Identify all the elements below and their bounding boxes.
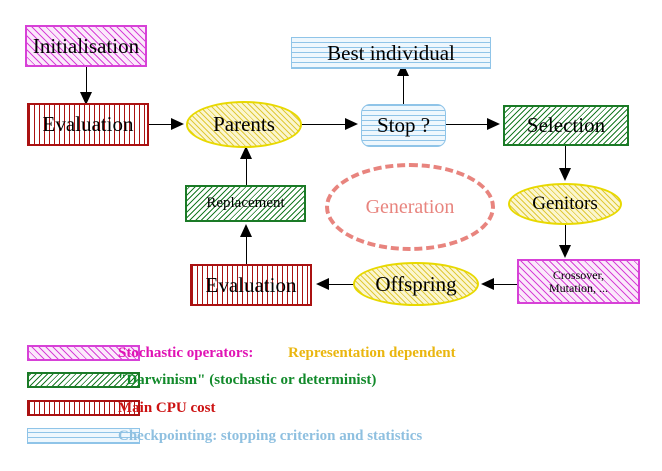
- arrowhead-evaluation-to-replacement: [240, 224, 252, 237]
- node-genitors[interactable]: Genitors: [508, 183, 622, 225]
- node-offspring[interactable]: Offspring: [353, 262, 479, 306]
- legend-swatch-red-vertical-hatch: [27, 400, 140, 416]
- edge-selection-to-genitors: [565, 146, 566, 171]
- arrowhead-offspring-to-evaluation: [316, 278, 329, 290]
- node-stop[interactable]: Stop ?: [361, 104, 446, 147]
- node-best-individual-label: Best individual: [327, 40, 455, 65]
- edge-operators-to-offspring: [490, 284, 519, 285]
- node-generation-label: Generation: [365, 195, 455, 218]
- arrowhead-initialisation-to-evaluation: [80, 92, 92, 105]
- node-replacement[interactable]: Replacement: [185, 185, 306, 222]
- node-evaluation-bottom-label: Evaluation: [205, 272, 297, 297]
- arrowhead-replacement-to-parents: [240, 146, 252, 159]
- edge-stop-to-selection: [446, 124, 489, 125]
- arrowhead-genitors-to-operators: [559, 245, 571, 258]
- legend-label-stochastic: Stochastic operators:: [118, 344, 254, 361]
- node-generation[interactable]: Generation: [325, 163, 495, 251]
- node-selection[interactable]: Selection: [503, 105, 629, 146]
- node-initialisation-label: Initialisation: [32, 33, 140, 58]
- node-selection-label: Selection: [526, 113, 606, 138]
- node-variation-operators-line1: Crossover,: [552, 267, 605, 282]
- legend-row-darwinism: "Darwinism" (stochastic or determinist): [0, 367, 662, 393]
- legend-label-checkpointing: Checkpointing: stopping criterion and st…: [118, 427, 423, 444]
- edge-genitors-to-operators: [565, 225, 566, 247]
- legend-row-stochastic: Stochastic operators: Representation dep…: [0, 340, 662, 366]
- legend-label-cpu: Main CPU cost: [118, 399, 216, 416]
- node-evaluation-top-label: Evaluation: [42, 112, 134, 137]
- edge-replacement-to-parents: [246, 155, 247, 186]
- legend-label-darwinism: "Darwinism" (stochastic or determinist): [118, 371, 377, 388]
- arrowhead-selection-to-genitors: [559, 168, 571, 181]
- node-best-individual[interactable]: Best individual: [291, 37, 491, 69]
- node-stop-label: Stop ?: [376, 113, 431, 138]
- node-parents-label: Parents: [213, 112, 275, 137]
- legend-swatch-green-diagonal-hatch: [27, 372, 140, 388]
- edge-evaluation-to-parents: [149, 124, 175, 125]
- node-variation-operators-line2: Mutation, ...: [549, 280, 608, 295]
- arrowhead-operators-to-offspring: [481, 278, 494, 290]
- edge-evaluation-to-replacement: [246, 232, 247, 265]
- node-genitors-label: Genitors: [532, 193, 598, 215]
- node-evaluation-top[interactable]: Evaluation: [27, 103, 149, 146]
- arrowhead-parents-to-stop: [345, 118, 358, 130]
- node-initialisation[interactable]: Initialisation: [25, 25, 147, 67]
- arrowhead-evaluation-to-parents: [171, 118, 184, 130]
- node-parents[interactable]: Parents: [186, 101, 302, 148]
- edge-initialisation-to-evaluation: [86, 67, 87, 97]
- node-offspring-label: Offspring: [375, 271, 457, 296]
- edge-offspring-to-evaluation: [327, 284, 354, 285]
- edge-stop-to-best-individual: [403, 69, 404, 105]
- legend-swatch-blue-horizontal-hatch: [27, 428, 140, 444]
- legend-row-checkpointing: Checkpointing: stopping criterion and st…: [0, 423, 662, 449]
- node-evaluation-bottom[interactable]: Evaluation: [190, 264, 312, 306]
- node-variation-operators[interactable]: Crossover, Mutation, ...: [517, 259, 640, 304]
- legend-row-cpu: Main CPU cost: [0, 395, 662, 421]
- node-replacement-label: Replacement: [206, 194, 285, 211]
- legend-label-representation: Representation dependent: [288, 344, 456, 361]
- arrowhead-stop-to-selection: [487, 118, 500, 130]
- legend-swatch-magenta-diagonal-hatch: [27, 345, 140, 361]
- edge-parents-to-stop: [302, 124, 347, 125]
